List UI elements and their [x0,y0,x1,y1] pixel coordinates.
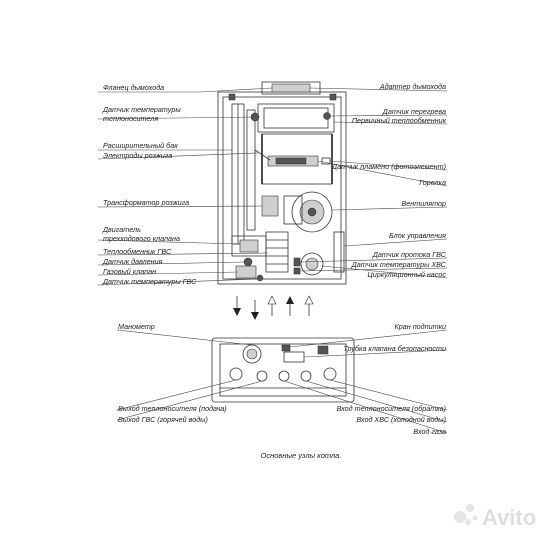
label-dhw-outlet: Выход ГВС (горячей воды) [118,415,208,424]
safety-valve-pipe [283,351,305,363]
label-safety-valve-pipe: Трубка клапана безопасности [343,344,446,353]
pressure-sensor [243,257,253,267]
label-fill-valve: Кран подпитки [395,322,446,331]
label-pressure-sensor: Датчик давления [102,257,163,266]
dhw-outlet [256,370,268,382]
label-valve-motor-2: трехходового клапана [103,234,180,243]
label-dhw-temp-sensor: Датчик температуры ГВС [102,277,197,286]
connection-arrows [233,295,314,320]
pump-rotor [305,257,319,271]
cold-water-temp-sensor [293,267,301,275]
gas-valve [235,265,257,279]
flue-flange [271,83,311,93]
label-pressure-gauge: Манометр [118,322,155,331]
watermark-dot-2 [466,504,474,512]
watermark-text: Avito [482,505,536,530]
cold-water-inlet [300,370,312,382]
watermark-dot-4 [472,515,478,521]
ignition-transformer [261,195,279,217]
label-valve-motor: Двигатель [102,225,141,234]
gas-inlet [278,370,290,382]
label-heating-temp-sensor: Датчик температуры [102,105,181,114]
figure-caption: Основные узлы котла. [261,451,342,460]
mount-clip-right [329,93,337,101]
label-primary-heat-exchanger: Первичный теплообменник [352,116,447,125]
ignition-electrodes [254,149,271,161]
label-cold-water-inlet: Вход ХВС (холодной воды) [356,415,446,424]
burner-ramp [275,157,307,165]
fan-hub [307,207,317,217]
watermark-dot-1 [454,511,466,523]
avito-watermark: Avito [454,504,536,530]
label-control-unit: Блок управления [389,231,446,240]
label-gas-valve: Газовый клапан [103,267,156,276]
bottom-connector [317,345,329,355]
boiler-bottom-view [211,337,355,403]
label-heating-return: Вход теплоносителя (обратка) [337,404,446,413]
heat-exchanger-core [263,107,329,129]
label-dhw-heat-exchanger: Теплообменник ГВС [103,247,172,256]
pressure-gauge-face [246,348,258,360]
dhw-heat-exchanger [265,231,289,273]
label-flue-flange: Фланец дымохода [103,83,164,92]
mount-clip-left [228,93,236,101]
leaders-bottom [116,329,448,434]
label-flame-sensor: Датчик пламени (фотоэлемент) [331,162,446,171]
boiler-front-view [217,81,347,320]
label-heating-temp-sensor-2: теплоносителя [103,114,158,123]
heating-supply-outlet [229,367,243,381]
dhw-flow-sensor [293,257,301,267]
boiler-casing [217,91,347,285]
label-heating-supply: Выход теплоносителя (подача) [118,404,227,413]
circulation-pump [300,252,324,276]
watermark-dot-3 [465,519,471,525]
labels-top-right: Адаптер дымохода Датчик перегрева Первич… [331,82,447,279]
label-ignition-transformer: Трансформатор розжига [103,198,189,207]
label-flue-adapter: Адаптер дымохода [379,82,446,91]
label-fan: Вентилятор [401,199,446,208]
label-burner: Горелка [419,178,446,187]
fan-housing [291,191,333,233]
dhw-temp-sensor [256,274,264,282]
leaders-top-right [299,87,448,279]
heating-return-inlet [323,367,337,381]
label-ignition-electrodes: Электроды розжига [103,151,172,160]
label-circulation-pump: Циркуляционный насос [368,270,447,279]
bottom-inner [219,343,347,397]
label-gas-inlet: Вход газа [413,427,446,436]
label-expansion-tank: Расширительный бак [103,141,178,150]
fill-valve [281,344,291,352]
control-unit [333,231,345,273]
boiler-inner-frame [222,96,342,280]
labels-top-left: Фланец дымохода Датчик температуры тепло… [102,83,197,286]
supply-pipe [246,109,256,231]
label-dhw-flow-sensor: Датчик протока ГВС [372,250,447,259]
three-way-valve [239,239,259,253]
fan-duct [283,195,303,225]
bottom-casing [211,337,355,403]
label-cold-water-temp-sensor: Датчик температуры ХВС [351,260,447,269]
labels-bottom: Манометр Выход теплоносителя (подача) Вы… [118,322,446,436]
leaders-top-left [97,87,273,286]
label-overheat-sensor: Датчик перегрева [382,107,446,116]
